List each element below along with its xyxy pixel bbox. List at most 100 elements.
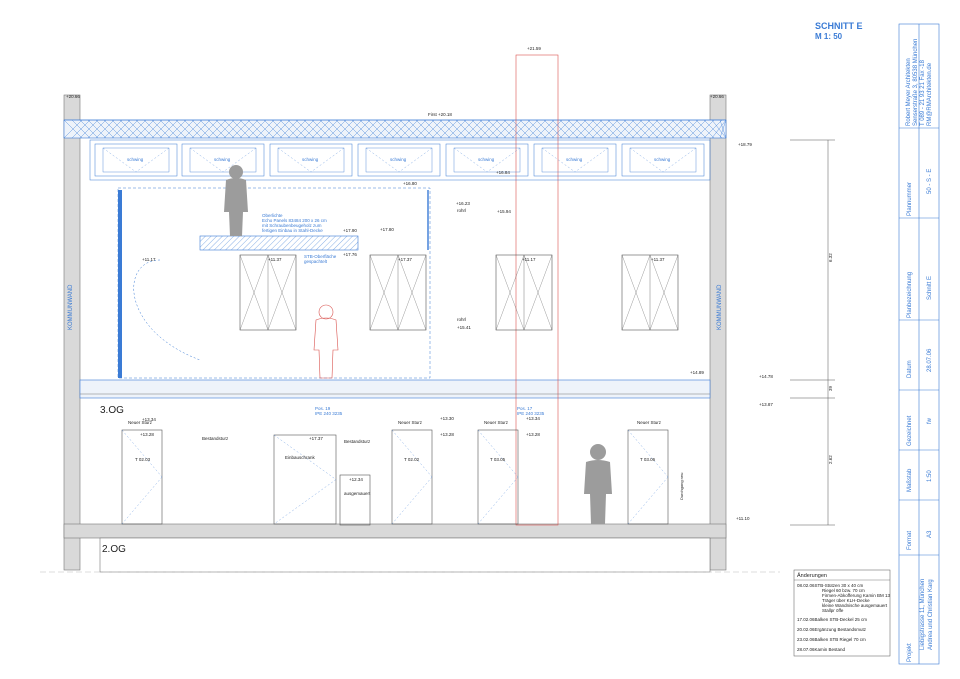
level-mid: +15.41 — [457, 325, 471, 330]
level-left-top: +20.66 — [66, 94, 80, 99]
level-gallery-b: +16.84 — [496, 170, 510, 175]
neuer-sturz-3: Neuer Sturz — [484, 420, 509, 425]
skylight-label: schwing — [214, 157, 231, 162]
level-w-c: +17.37 — [309, 436, 323, 441]
level-right-top: +20.66 — [710, 94, 724, 99]
floor-label-upper: 3.OG — [100, 405, 124, 416]
change-item: 08.02.06STB-Stützen 30 x 40 cm — [797, 583, 864, 588]
field-label-massstab: Maßstab — [907, 468, 913, 492]
level-door-r2: +13.28 — [526, 432, 540, 437]
level-floor-2: +14.78 — [759, 374, 773, 379]
level-floor: +14.89 — [690, 370, 704, 375]
level-door-l: +13.34 — [142, 417, 156, 422]
level-markers: +21.59 First +20.18 +20.66 +20.66 +18.79… — [66, 46, 773, 521]
person-figure-outline — [313, 304, 339, 379]
architect-line-4: RM@RMArchitekten.de — [927, 62, 933, 126]
gallery-note: Echo Panels 83484 200 x 26 cm — [262, 218, 327, 223]
field-value-projekt: Liebigstrasse 11, München — [920, 579, 926, 650]
field-label-projekt: Projekt — [907, 643, 913, 662]
bestandssturz-1: Bestandsturz — [202, 436, 229, 441]
field-value-gezeichnet: fw — [927, 417, 933, 424]
structure — [40, 54, 780, 573]
pos-label-1: Pos. 19 — [315, 406, 331, 411]
change-item: 23.02.06Balken STB Riegel 70 cm — [797, 637, 866, 642]
change-item: Träger über KLH-Decke — [822, 598, 870, 603]
door — [121, 429, 163, 525]
skylight-label: schwing — [302, 157, 319, 162]
level-g3: +17.76 — [343, 252, 357, 257]
field-label-planbezeichnung: Planbezeichnung — [907, 272, 913, 318]
level-door-r: +13.34 — [526, 416, 540, 421]
door — [273, 434, 337, 525]
level-box: +12.34 — [349, 477, 363, 482]
level-door-m: +13.30 — [440, 416, 454, 421]
dimension-right — [790, 139, 835, 526]
field-value-format: A3 — [927, 530, 933, 538]
architect-line-2: Senserstraße 3, 80538 München — [913, 39, 919, 126]
bestandssturz-2: Bestandsturz — [344, 439, 371, 444]
dim-total: 6.32 — [828, 253, 833, 262]
changes-box: Änderungen 08.02.06STB-Stützen 30 x 40 c… — [793, 569, 890, 657]
field-value-bauherr: Andrea und Christian Karg — [928, 579, 934, 650]
level-w-d: +11.17 — [522, 257, 536, 262]
ausgemauert-label: ausgemauert — [344, 491, 371, 496]
level-w-b: +11.37 — [268, 257, 282, 262]
level-g1: +17.90 — [343, 228, 357, 233]
field-value-datum: 28.07.06 — [927, 348, 933, 372]
level-first: First +20.18 — [428, 112, 452, 117]
level-w-e: +11.37 — [651, 257, 665, 262]
level-door-l2: +13.28 — [140, 432, 154, 437]
architect-line-3: T 089 - 21 93 21 Fax -18 — [920, 59, 926, 126]
level-w-c2: +17.37 — [398, 257, 412, 262]
gallery-note: Oberlichte — [262, 213, 283, 218]
neuer-sturz-1: Neuer Sturz — [128, 420, 153, 425]
door — [391, 429, 433, 525]
level-top-ridge: +21.59 — [527, 46, 541, 51]
door — [477, 429, 519, 525]
field-value-massstab: 1:50 — [927, 470, 933, 482]
rohr-label-1: rohrl — [457, 208, 466, 213]
person-figure-gray-2 — [584, 444, 612, 524]
pos-label-2: Pos. 17 — [517, 406, 533, 411]
level-r1: +16.23 — [456, 201, 470, 206]
skylight-label: schwing — [127, 157, 144, 162]
dim-mid: 39 — [828, 385, 833, 391]
level-right-side: +18.79 — [738, 142, 752, 147]
field-value-plannummer: 50 - S - E — [927, 169, 933, 194]
kommunwand-left: KOMMUNWAND — [68, 284, 74, 330]
stb-note: STB-Oberfläche — [304, 254, 337, 259]
skylight-label: schwing — [390, 157, 407, 162]
door — [627, 429, 669, 525]
level-w-a: +11.17 — [142, 257, 156, 262]
change-item: kleine Wandnische ausgemauert — [822, 603, 888, 608]
level-bottom: +11.10 — [736, 516, 750, 521]
field-value-planbezeichnung: Schnitt E — [927, 276, 933, 300]
level-door-m2: +13.28 — [440, 432, 454, 437]
change-item: Firmen-Abkofferung Kamin BM 13 — [822, 593, 890, 598]
neuer-sturz-4: Neuer Sturz — [637, 420, 662, 425]
floor-label-lower: 2.OG — [102, 544, 126, 555]
field-label-datum: Datum — [907, 360, 913, 378]
door-label-3: T 03.05 — [490, 457, 506, 462]
architect-line-1: Robert Meyer Architekten — [906, 58, 912, 126]
stb-note: gespachtelt — [304, 259, 328, 264]
gallery — [117, 187, 431, 379]
dim-low: 2.62 — [828, 455, 833, 464]
skylight-label: schwing — [478, 157, 495, 162]
skylight-label: schwing — [654, 157, 671, 162]
ausgemauert-box — [339, 474, 371, 526]
change-item: 17.02.06Balken STB-Deckel 25 cm — [797, 617, 867, 622]
annotations: Oberlichte Echo Panels 83484 200 x 26 cm… — [128, 208, 684, 500]
door-label-1: T 02.03 — [135, 457, 151, 462]
roof-hatch — [63, 119, 727, 139]
person-figure-gray — [224, 165, 248, 236]
level-gallery: +16.80 — [403, 181, 417, 186]
rohr-label-2: rohrl — [457, 317, 466, 322]
changes-title: Änderungen — [797, 572, 827, 579]
title-block — [898, 23, 940, 665]
sheet-scale: M 1: 50 — [815, 32, 843, 41]
door-label-2: T 02.02 — [404, 457, 420, 462]
sheet-title: SCHNITT E — [815, 21, 863, 31]
change-item: 28.07.06Kamin Bestand — [797, 647, 846, 652]
